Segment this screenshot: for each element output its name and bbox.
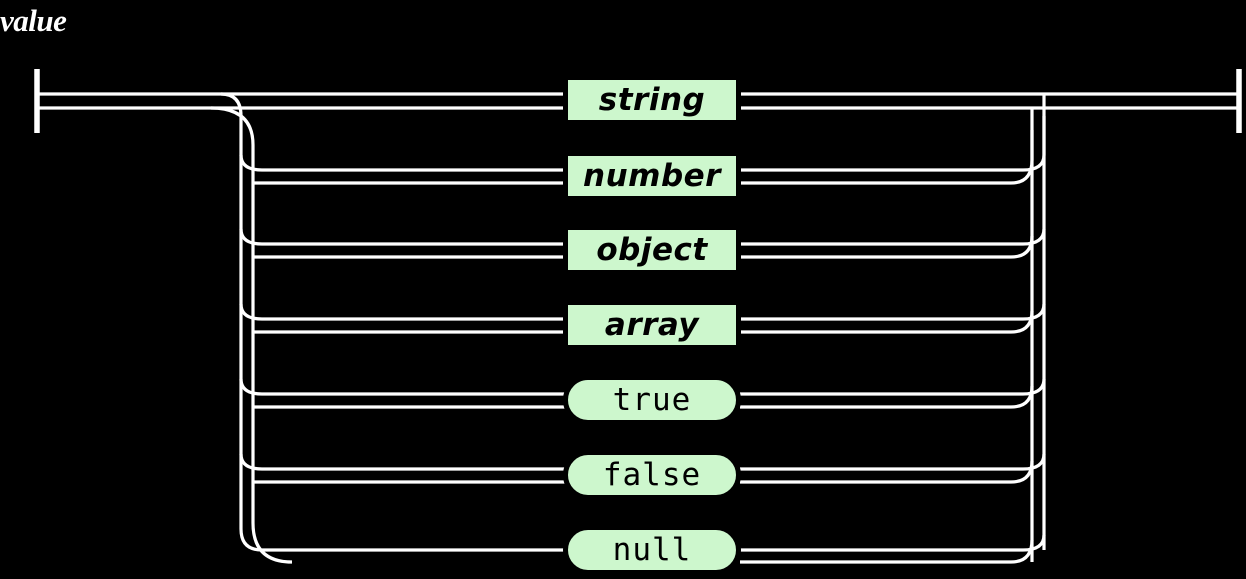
node-false[interactable]: false [563,450,741,500]
node-array[interactable]: array [563,300,741,350]
node-label: null [612,532,692,568]
node-label: false [602,457,702,493]
node-number[interactable]: number [563,151,741,201]
node-label: array [604,307,700,343]
node-label: true [612,382,692,418]
node-null[interactable]: null [563,525,741,575]
node-label: number [583,158,721,194]
node-true[interactable]: true [563,375,741,425]
node-object[interactable]: object [563,225,741,275]
page-title: value [0,3,67,38]
node-string[interactable]: string [563,75,741,125]
node-label: string [598,82,706,118]
node-label: object [596,232,708,268]
